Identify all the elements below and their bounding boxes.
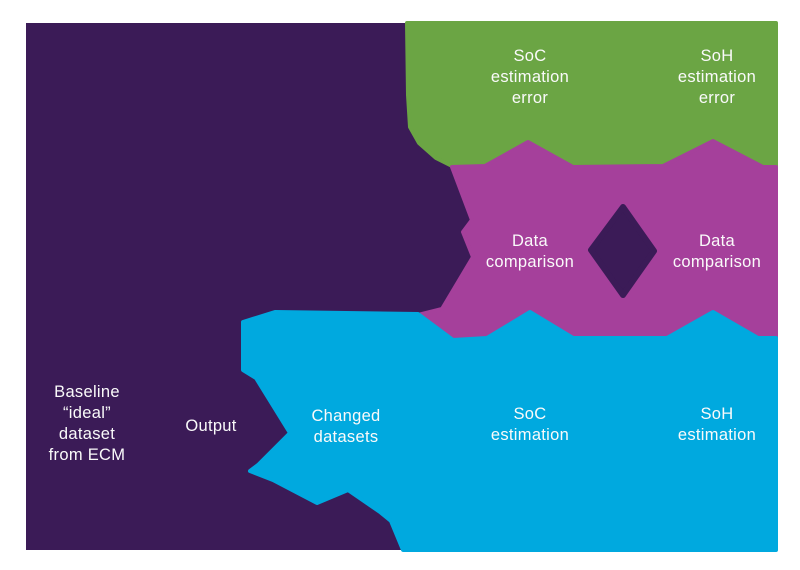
label-line: Data xyxy=(698,232,736,250)
label-line: SoC xyxy=(513,405,547,423)
label-line: estimation xyxy=(490,68,570,86)
label-data-comparison-left: Data comparison xyxy=(486,231,574,273)
purple-diamond-divider xyxy=(588,204,657,298)
label-line: Changed xyxy=(311,407,381,425)
label-line: estimation xyxy=(677,426,757,444)
label-line: SoH xyxy=(700,405,734,423)
label-soh-estimation: SoH estimation xyxy=(678,404,756,446)
label-changed-datasets: Changed datasets xyxy=(311,406,380,448)
label-line: “ideal” xyxy=(63,404,111,422)
label-line: Output xyxy=(185,417,237,435)
label-line: estimation xyxy=(490,426,570,444)
cyan-estimation-band-region xyxy=(241,310,778,552)
label-line: error xyxy=(698,89,736,107)
label-line: comparison xyxy=(485,253,575,271)
label-line: error xyxy=(511,89,549,107)
label-baseline-dataset: Baseline “ideal” dataset from ECM xyxy=(49,382,126,466)
label-soc-estimation: SoC estimation xyxy=(491,404,569,446)
label-line: from ECM xyxy=(48,446,126,464)
label-data-comparison-right: Data comparison xyxy=(673,231,761,273)
label-line: SoH xyxy=(700,47,734,65)
label-soc-estimation-error: SoC estimation error xyxy=(491,46,569,109)
label-line: Baseline xyxy=(54,383,120,401)
label-line: estimation xyxy=(677,68,757,86)
label-soh-estimation-error: SoH estimation error xyxy=(678,46,756,109)
label-line: datasets xyxy=(313,428,379,446)
label-line: Data xyxy=(511,232,549,250)
label-line: comparison xyxy=(672,253,762,271)
label-output: Output xyxy=(185,416,236,437)
label-line: SoC xyxy=(513,47,547,65)
label-line: dataset xyxy=(58,425,116,443)
